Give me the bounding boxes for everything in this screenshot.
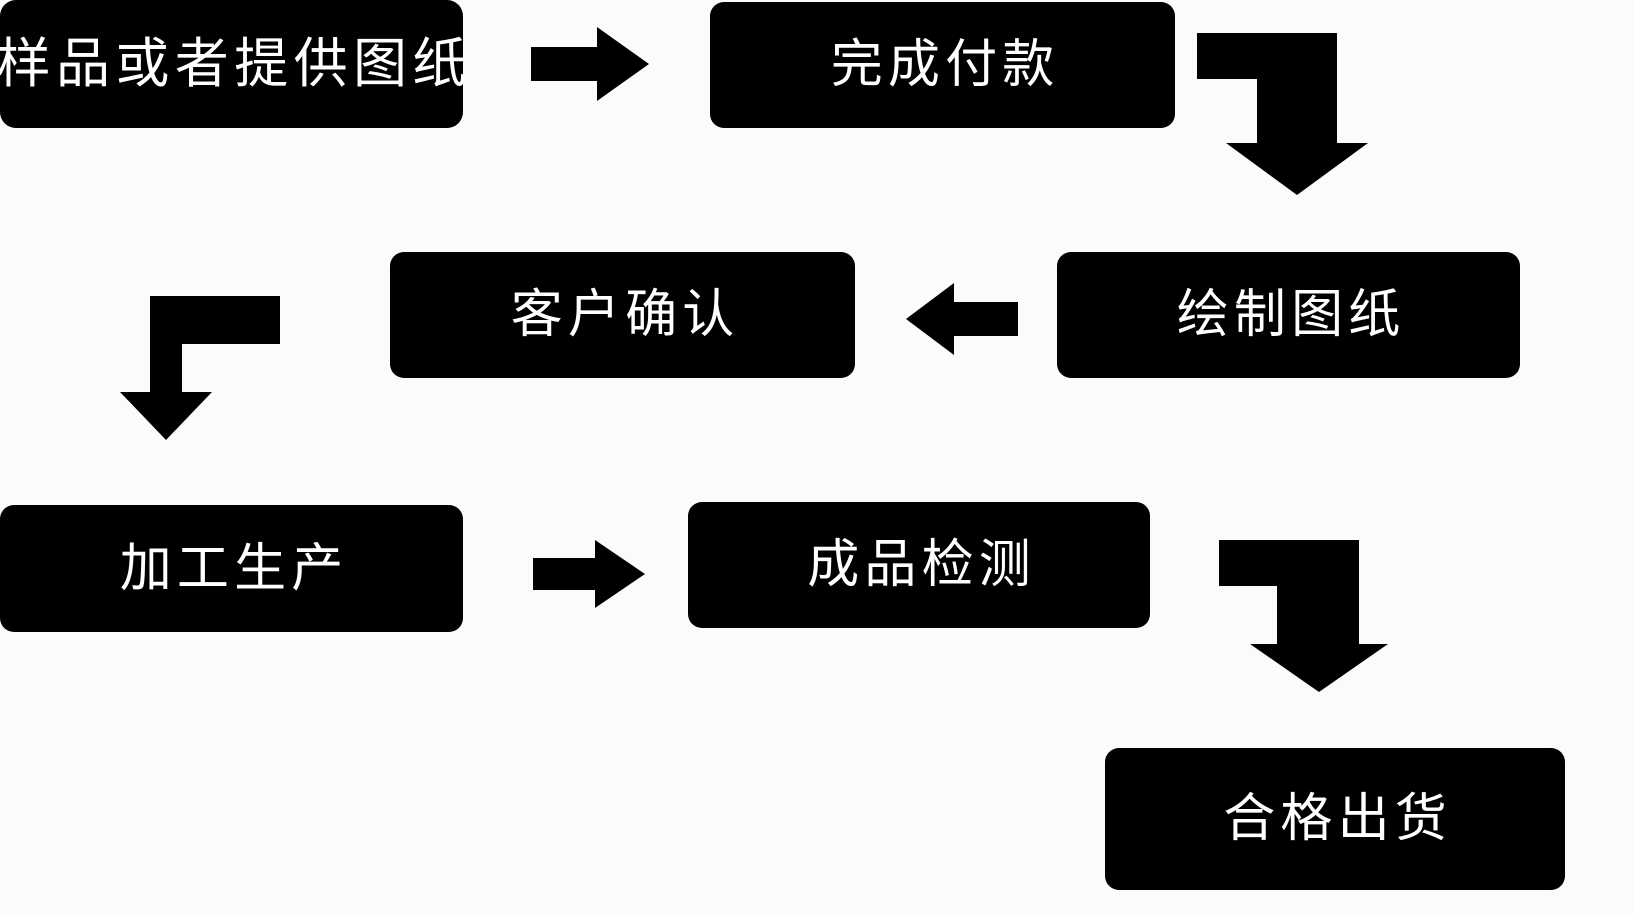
arrow-confirm-to-produce (120, 296, 280, 440)
arrow-left-glyph (906, 283, 1018, 355)
arrow-draw-to-confirm (906, 283, 1018, 355)
node-draw-label: 绘制图纸 (1176, 285, 1406, 345)
node-payment-label: 完成付款 (830, 35, 1060, 95)
arrow-sample-to-payment (531, 27, 649, 101)
node-payment[interactable]: 完成付款 (710, 2, 1175, 128)
arrow-elbow-left-down-glyph (120, 296, 280, 440)
node-ship-label: 合格出货 (1223, 789, 1452, 849)
arrow-elbow-right-down-glyph (1219, 540, 1388, 692)
arrow-right-glyph (533, 540, 645, 608)
arrow-produce-to-inspect (533, 540, 645, 608)
arrow-right-glyph (531, 27, 649, 101)
node-sample-label: 样品或者提供图纸 (0, 32, 472, 95)
node-inspect[interactable]: 成品检测 (688, 502, 1150, 628)
node-produce[interactable]: 加工生产 (0, 505, 463, 632)
node-inspect-label: 成品检测 (807, 535, 1036, 595)
node-confirm-label: 客户确认 (510, 285, 740, 345)
node-ship[interactable]: 合格出货 (1105, 748, 1565, 890)
node-confirm[interactable]: 客户确认 (390, 252, 855, 378)
node-produce-label: 加工生产 (119, 538, 349, 599)
arrow-elbow-right-down-glyph (1197, 33, 1368, 195)
node-draw[interactable]: 绘制图纸 (1057, 252, 1520, 378)
arrow-payment-to-draw (1197, 33, 1368, 195)
arrow-inspect-to-ship (1219, 540, 1388, 692)
node-sample[interactable]: 样品或者提供图纸 (0, 0, 466, 128)
